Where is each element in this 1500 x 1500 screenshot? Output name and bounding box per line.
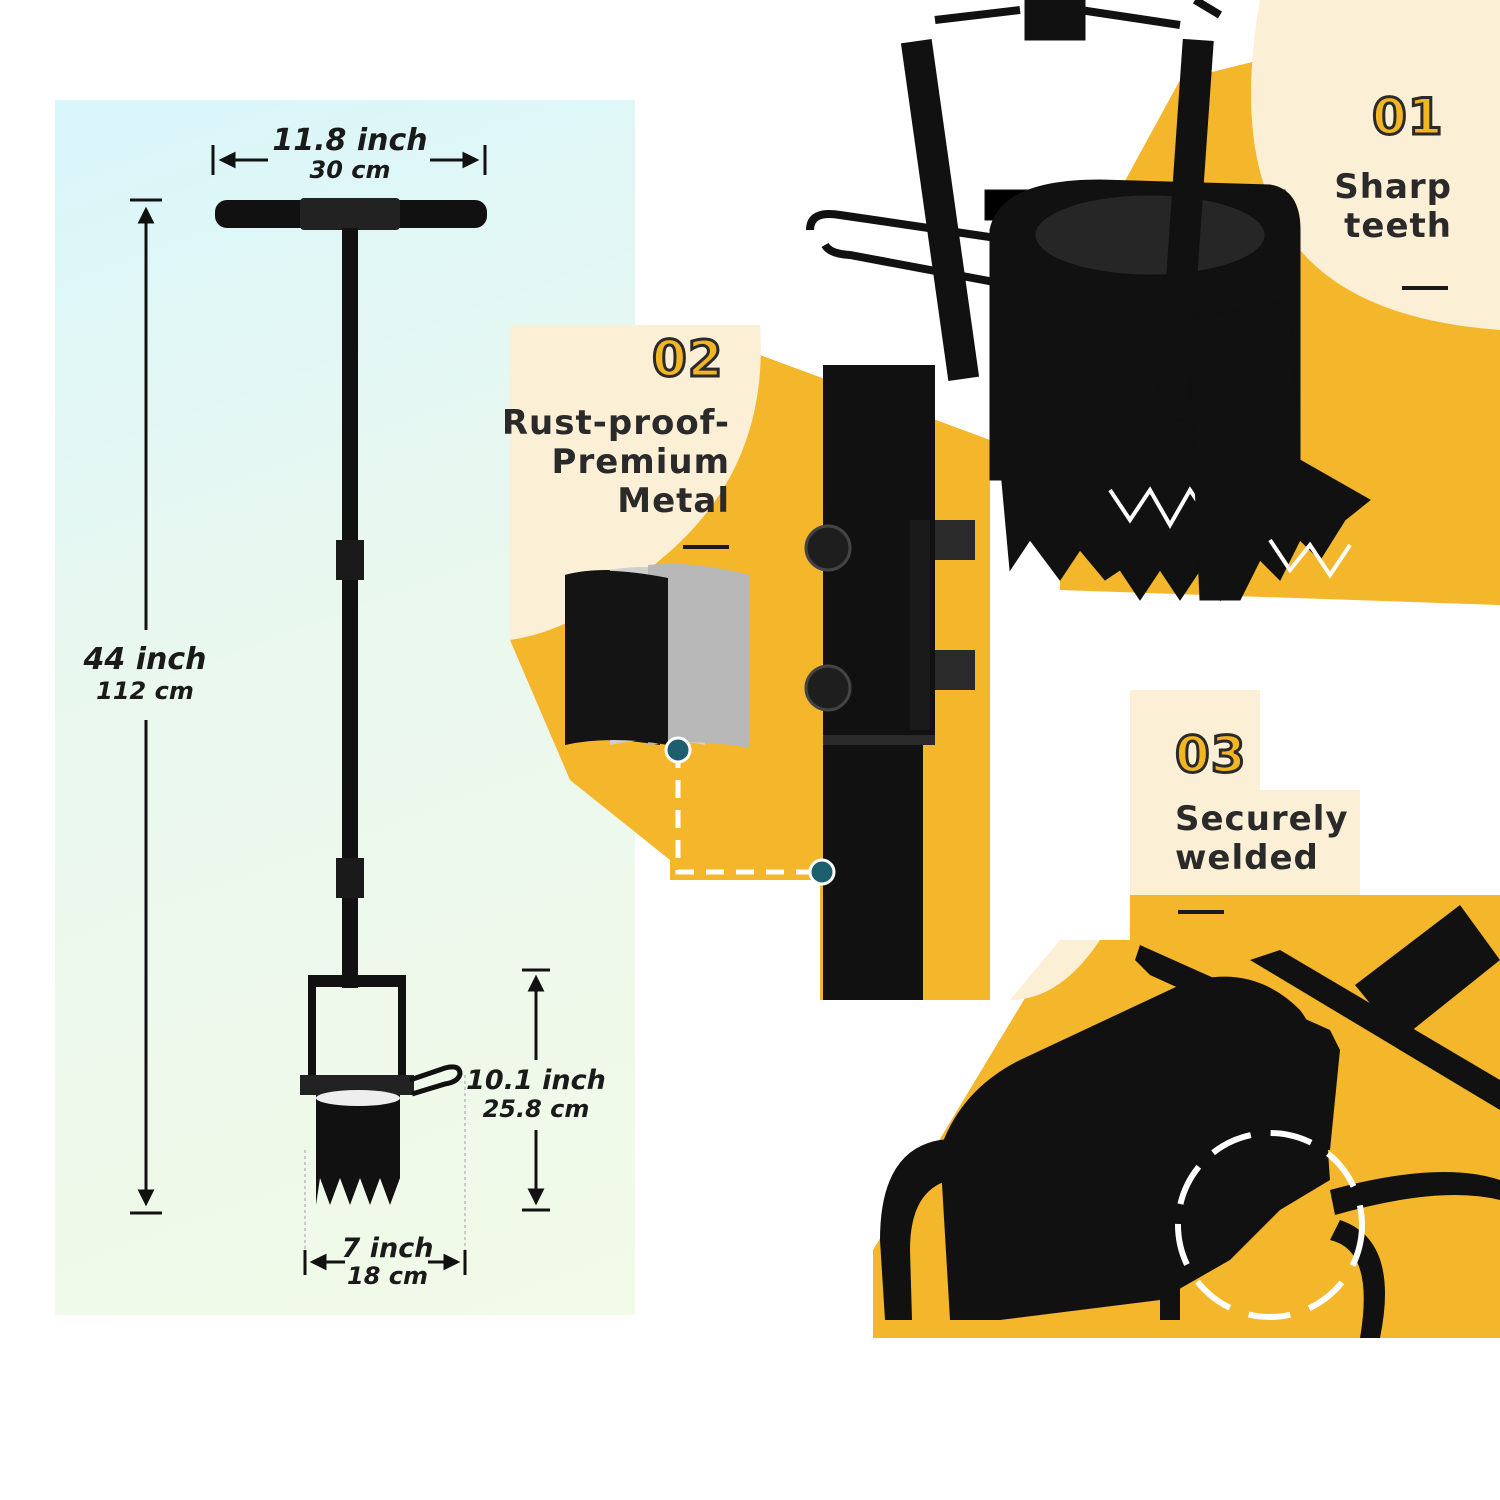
feature-3-label: Securely welded	[1175, 799, 1349, 879]
feature-2-bg-light	[510, 325, 761, 640]
feature-1-number: 01	[1371, 88, 1445, 146]
feature-1-bg-light	[1251, 0, 1500, 330]
height-dimension-label: 44 inch 112 cm	[60, 642, 230, 705]
feature-3-line-1: Securely	[1175, 799, 1349, 839]
bulb-planter-tool	[215, 198, 487, 1205]
feature-1-label: Sharp teeth	[1334, 167, 1452, 247]
head-width-dimension-label: 7 inch 18 cm	[320, 1235, 455, 1288]
head-height-dimension-label: 10.1 inch 25.8 cm	[462, 1067, 610, 1121]
material-callout-line	[664, 736, 836, 886]
feature-3-divider	[1178, 910, 1224, 914]
feature-2-label: Rust-proof- Premium Metal	[501, 403, 730, 522]
width-cm: 30 cm	[309, 156, 391, 184]
width-dimension-label: 11.8 inch 30 cm	[250, 123, 450, 184]
feature-3-number: 03	[1174, 726, 1248, 784]
head-width-inch: 7 inch	[341, 1233, 434, 1264]
feature-2-divider	[683, 545, 729, 549]
securely-welded-closeup	[880, 905, 1500, 1338]
feature-2-line-3: Metal	[617, 481, 730, 522]
dimension-lines	[130, 145, 550, 1275]
sharp-teeth-closeup	[806, 0, 1371, 602]
feature-2-line-2: Premium	[551, 442, 730, 483]
feature-3-line-2: welded	[1175, 838, 1319, 879]
feature-2-number: 02	[651, 330, 725, 388]
height-inch: 44 inch	[83, 642, 207, 677]
feature-1-line-2: teeth	[1344, 206, 1452, 247]
feature-2-line-1: Rust-proof-	[501, 403, 730, 443]
head-height-cm: 25.8 cm	[482, 1095, 590, 1123]
head-width-cm: 18 cm	[347, 1262, 428, 1290]
width-inch: 11.8 inch	[272, 123, 428, 158]
height-cm: 112 cm	[96, 677, 194, 705]
feature-3-bg-light	[1130, 690, 1360, 895]
rust-proof-closeup	[565, 365, 975, 1000]
feature-1-line-1: Sharp	[1334, 167, 1452, 207]
feature-1-divider	[1402, 286, 1448, 290]
head-height-inch: 10.1 inch	[466, 1065, 606, 1096]
